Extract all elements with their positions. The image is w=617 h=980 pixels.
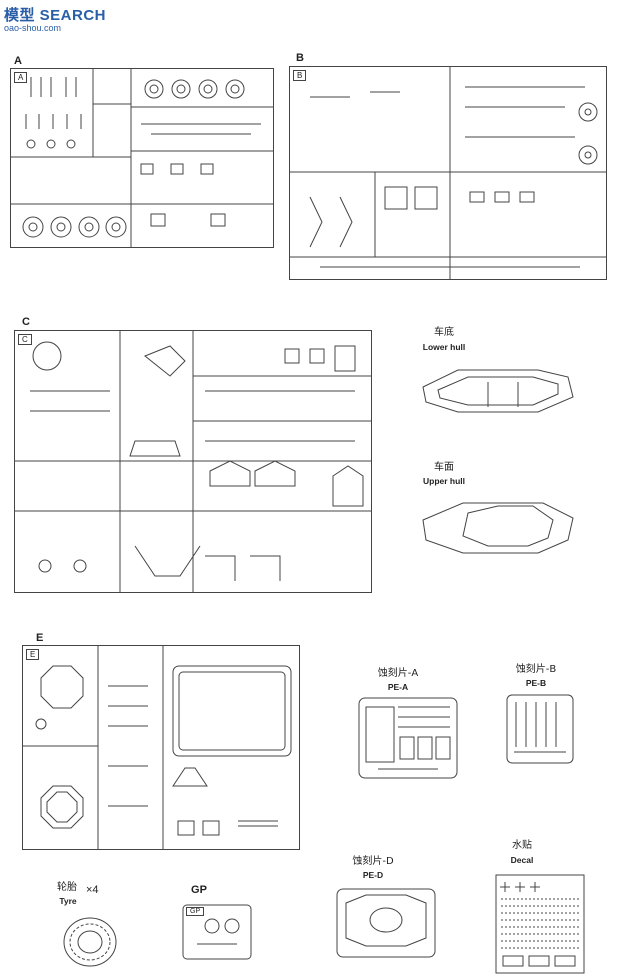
- pe-a-en: PE-A: [387, 682, 409, 692]
- sprue-b-drawing: [290, 67, 606, 279]
- pe-b-en: PE-B: [525, 678, 547, 688]
- upper-hull-en: Upper hull: [422, 476, 466, 486]
- pe-d-fret: [336, 888, 436, 958]
- sprue-c-drawing: [15, 331, 371, 592]
- lower-hull-cn: 车底: [434, 327, 454, 338]
- sprue-c-letter: C: [22, 316, 30, 328]
- pe-b-fret: [506, 694, 574, 764]
- tyre-en: Tyre: [59, 896, 77, 906]
- tyre-cn: 轮胎: [57, 882, 77, 893]
- sprue-a-letter: A: [14, 55, 22, 67]
- sprue-a-drawing: [11, 69, 273, 247]
- sprue-c-frame: C: [14, 330, 372, 593]
- decal-en: Decal: [510, 855, 534, 865]
- sprue-e-frame: E: [22, 645, 300, 850]
- sprue-a-frame: A: [10, 68, 274, 248]
- pe-d-cn: 蚀刻片-D: [352, 856, 394, 867]
- sprue-e-drawing: [23, 646, 292, 849]
- sprue-b-letter: B: [296, 52, 304, 64]
- tyre-drawing: [63, 917, 117, 967]
- sprue-b-tag: B: [293, 70, 307, 81]
- gp-tag: GP: [186, 907, 205, 916]
- sprue-e-letter: E: [36, 632, 44, 644]
- gp-label: GP: [191, 884, 207, 896]
- sprue-a-tag: A: [14, 72, 28, 83]
- decal-cn: 水贴: [512, 840, 532, 851]
- sprue-b-frame: B: [289, 66, 607, 280]
- upper-hull-cn: 车面: [434, 462, 454, 473]
- sprue-c-tag: C: [18, 334, 32, 345]
- tyre-qty: ×4: [86, 884, 99, 896]
- watermark-url: oao-shou.com: [4, 23, 62, 33]
- pe-a-cn: 蚀刻片-A: [377, 668, 419, 679]
- lower-hull-en: Lower hull: [422, 342, 466, 352]
- watermark-title: 模型 SEARCH: [4, 7, 107, 24]
- upper-hull-drawing: [422, 502, 574, 554]
- pe-a-fret: [358, 697, 458, 779]
- pe-b-cn: 蚀刻片-B: [515, 664, 557, 675]
- gp-fret: [182, 904, 252, 960]
- sprue-e-tag: E: [26, 649, 40, 660]
- decal-sheet: [495, 874, 585, 974]
- pe-d-en: PE-D: [362, 870, 384, 880]
- lower-hull-drawing: [422, 369, 574, 413]
